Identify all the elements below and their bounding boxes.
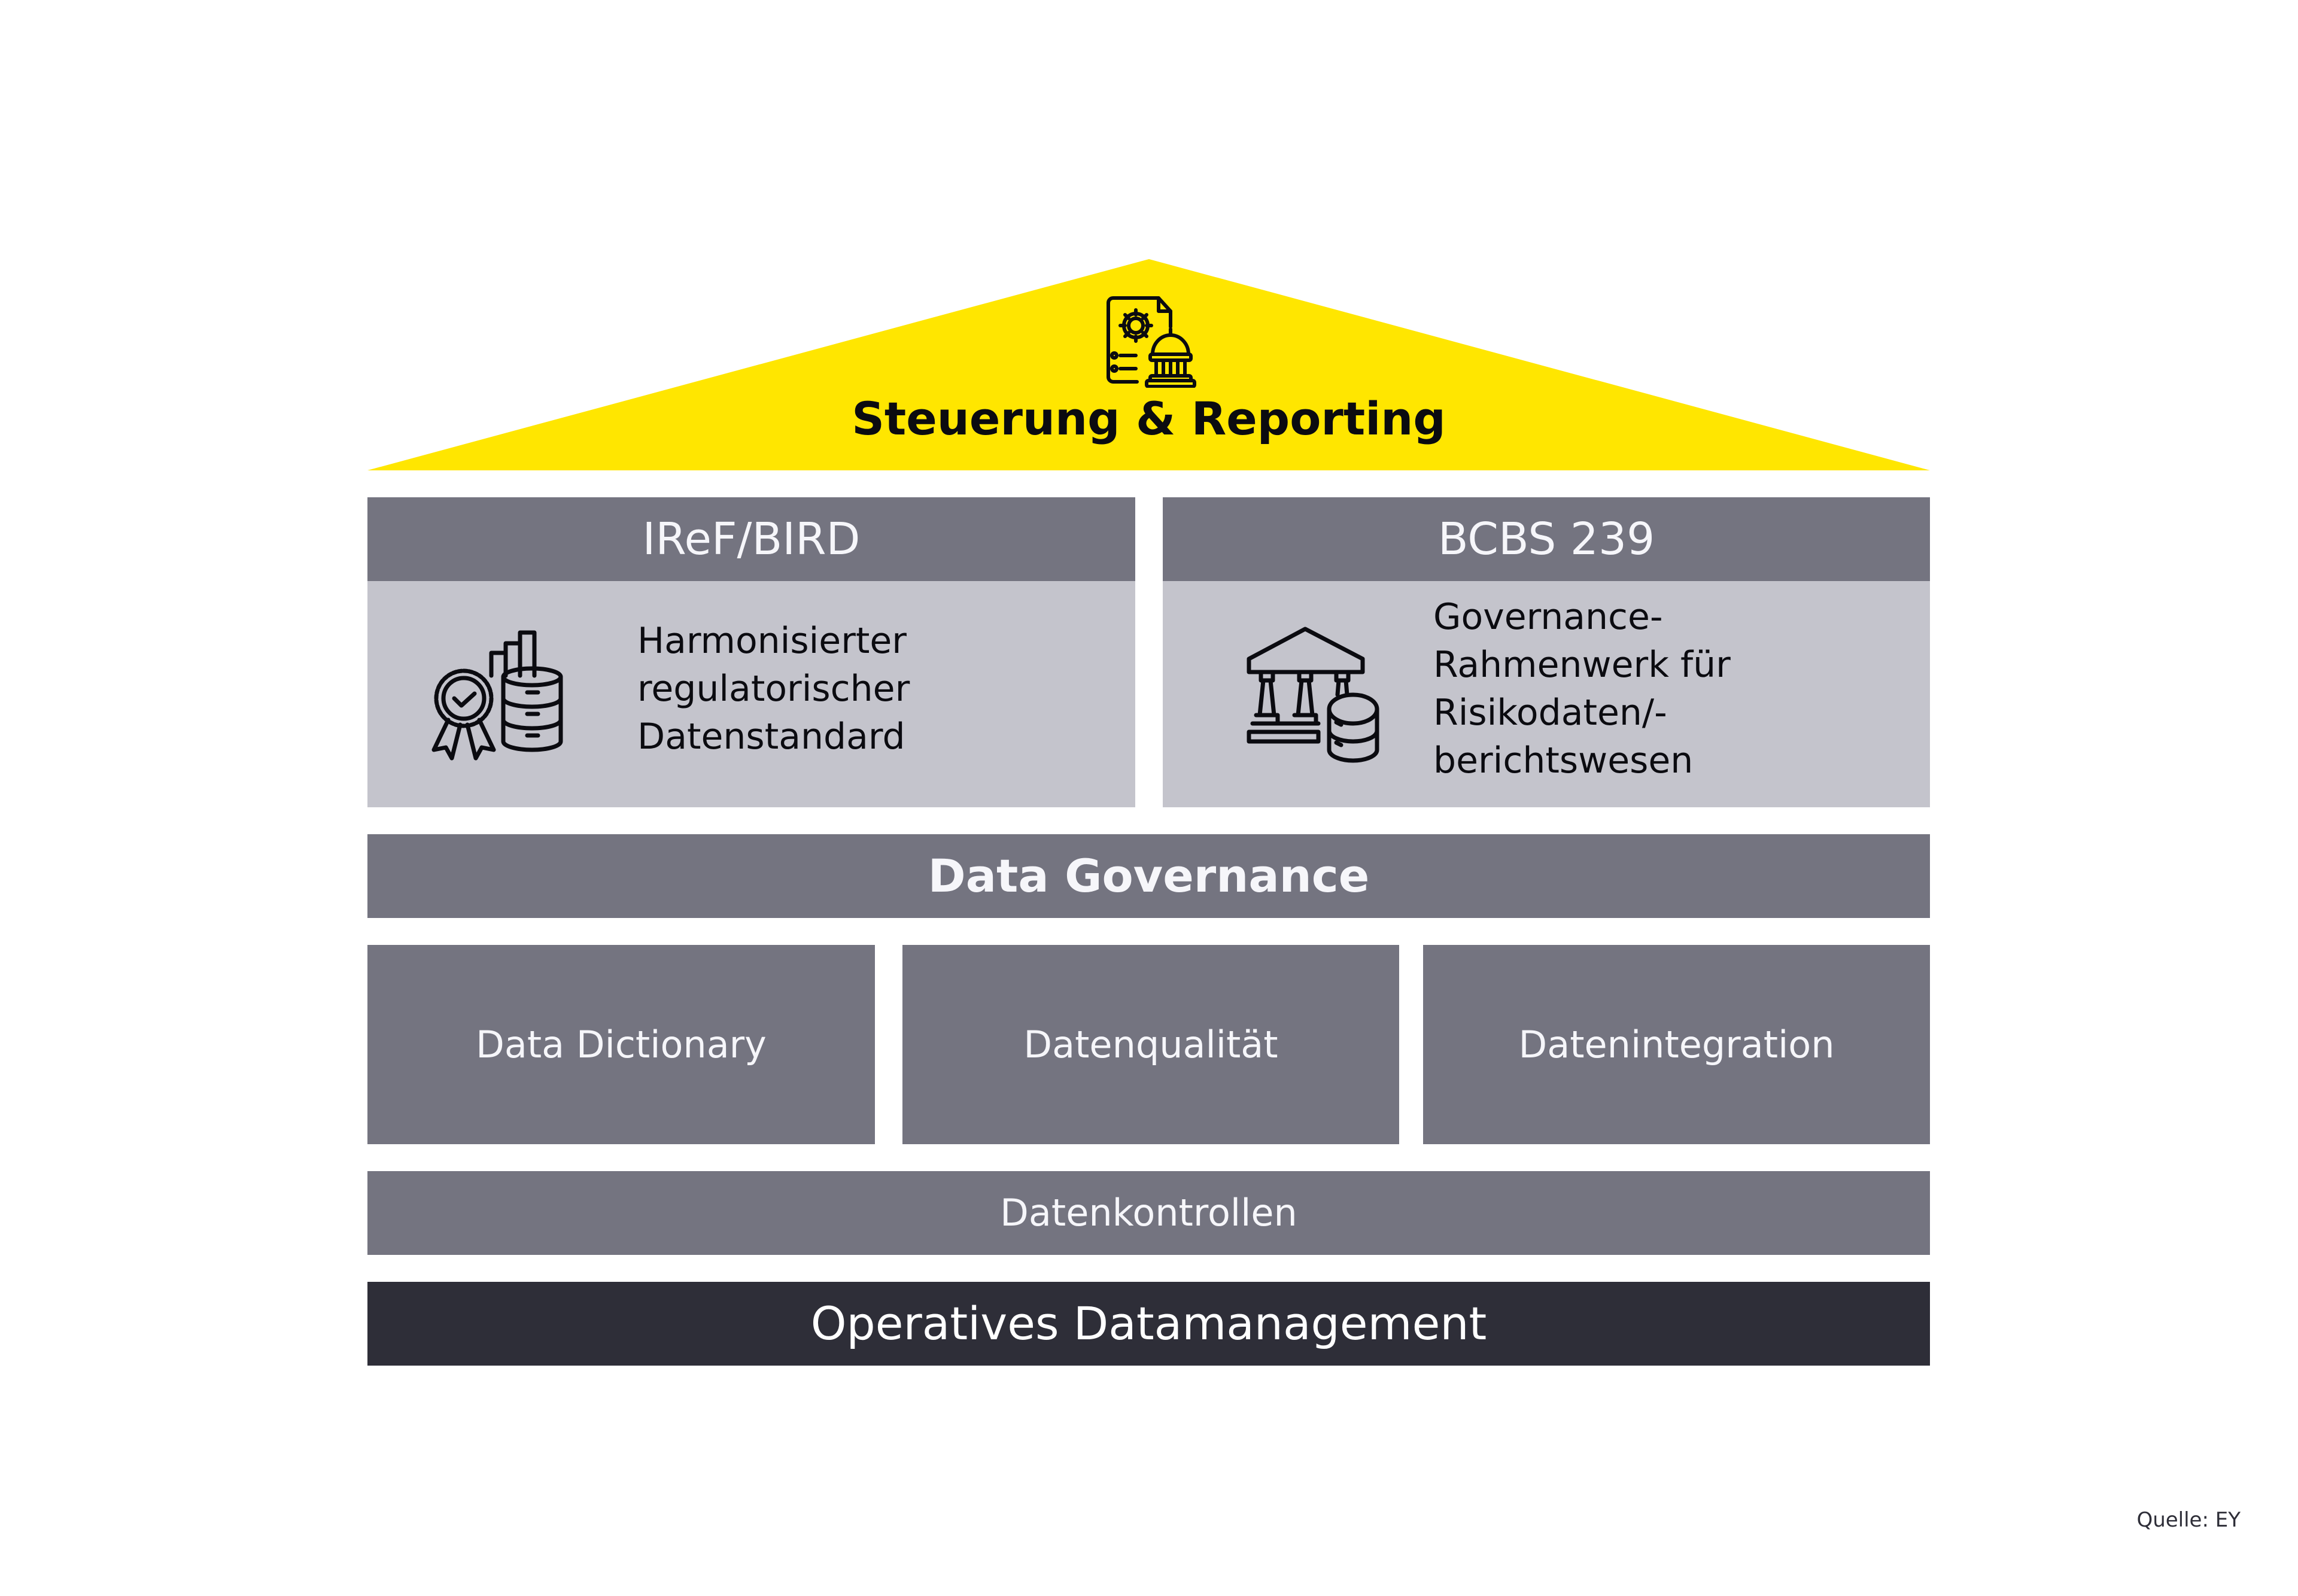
document-gear-government-building-icon [1101,292,1197,388]
datenkontrollen-bar: Datenkontrollen [367,1171,1930,1255]
pillar-datenqualitaet: Datenqualität [902,945,1399,1144]
bcbs-239-description: Governance- Rahmenwerk für Risikodaten/-… [1433,596,1731,782]
bcbs-239-header: BCBS 239 [1163,497,1930,581]
iref-bird-box: IReF/BIRD Harmonisierter regulatorischer… [367,497,1135,807]
roof-title: Steuerung & Reporting [852,392,1446,445]
roof-triangle [367,259,1930,470]
bcbs-239-box: BCBS 239 Governance- Rahmenwerk für Risi… [1163,497,1930,807]
award-database-chart-icon [430,624,568,762]
operatives-datamanagement-foundation: Operatives Datamanagement [367,1282,1930,1366]
bank-building-database-icon [1245,625,1383,763]
source-label: Quelle: EY [2136,1508,2241,1532]
pillar-data-dictionary: Data Dictionary [367,945,875,1144]
pillar-datenintegration: Datenintegration [1423,945,1930,1144]
data-governance-bar: Data Governance [367,834,1930,918]
iref-bird-description: Harmonisierter regulatorischer Datenstan… [637,620,910,758]
iref-bird-header: IReF/BIRD [367,497,1135,581]
